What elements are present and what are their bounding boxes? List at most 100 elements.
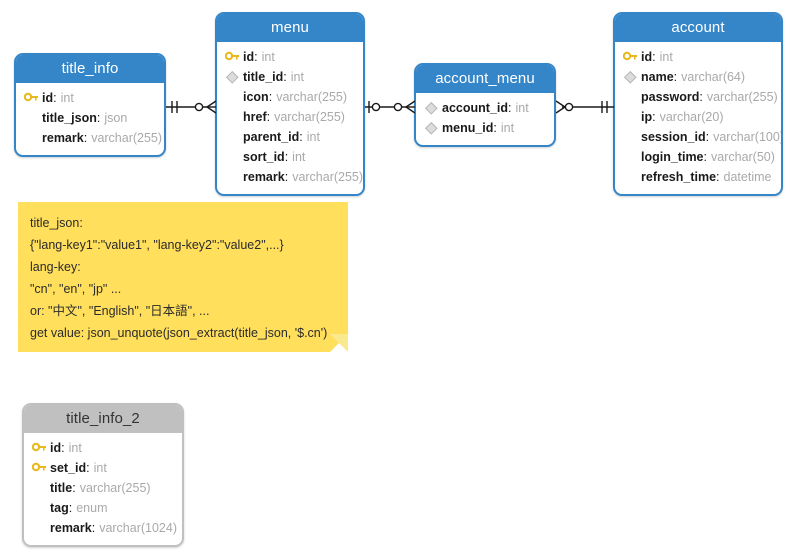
entity-table-title-info[interactable]: title_info id:int title_json:json remark… [14,53,166,158]
field-separator: : [508,101,512,116]
field-row[interactable]: remark:varchar(255) [22,128,162,148]
field-row[interactable]: menu_id:int [422,118,546,138]
blank-icon [30,520,48,536]
field-row[interactable]: title_json:json [22,108,156,128]
primary-key-icon [22,90,40,106]
primary-key-icon [621,49,639,65]
field-separator: : [68,501,73,516]
field-name: remark [42,131,84,146]
relationship-account-menu-account[interactable] [556,96,614,118]
field-type: varchar(50) [711,150,775,165]
field-name: set_id [50,461,87,476]
sticky-note-title-json[interactable]: title_json: {"lang-key1":"value1", "lang… [18,202,348,352]
entity-fields-account: id:int name:varchar(64) password:varchar… [615,42,781,194]
entity-table-account-menu[interactable]: account_menu account_id:int menu_id:int [414,63,556,148]
primary-key-icon [223,49,241,65]
field-row[interactable]: ip:varchar(20) [621,107,773,127]
field-name: id [641,50,653,65]
field-row[interactable]: parent_id:int [223,127,355,147]
note-line: or: "中文", "English", "日本語", ... [30,304,210,318]
field-type: int [515,101,529,116]
field-type: varchar(1024) [99,521,178,536]
field-row[interactable]: title_id:int [223,67,355,87]
blank-icon [223,89,241,105]
field-type: varchar(64) [681,70,746,85]
blank-icon [621,89,639,105]
field-type: int [659,50,673,65]
field-type: int [292,150,306,165]
field-row[interactable]: password:varchar(255) [621,87,778,107]
field-type: int [290,70,304,85]
field-row[interactable]: icon:varchar(255) [223,87,355,107]
field-name: sort_id [243,150,285,165]
entity-table-menu[interactable]: menu id:int title_id:int icon:varchar(25… [215,12,365,197]
primary-key-icon [30,460,48,476]
blank-icon [22,110,40,126]
field-name: ip [641,110,653,125]
field-separator: : [705,130,710,145]
field-row[interactable]: id:int [621,47,773,67]
blank-icon [223,109,241,125]
blank-icon [621,169,639,185]
field-row[interactable]: remark:varchar(1024) [30,518,178,538]
foreign-key-icon [422,100,440,116]
relationship-title-info-menu[interactable] [166,96,216,118]
field-row[interactable]: session_id:varchar(100) [621,127,781,147]
field-type: int [68,441,82,456]
blank-icon [223,149,241,165]
field-row[interactable]: id:int [22,88,156,108]
blank-icon [621,129,639,145]
field-row[interactable]: id:int [30,438,174,458]
field-separator: : [91,521,96,536]
field-row[interactable]: name:varchar(64) [621,67,773,87]
entity-title-account-menu: account_menu [416,65,554,94]
field-type: varchar(255) [292,170,364,185]
field-row[interactable]: refresh_time:datetime [621,167,773,187]
entity-title-title-info: title_info [16,55,164,84]
field-type: varchar(255) [91,131,163,146]
field-separator: : [703,150,707,165]
note-fold-shadow-icon [330,334,348,352]
field-type: json [104,111,128,126]
field-row[interactable]: set_id:int [30,458,174,478]
note-line: "cn", "en", "jp" ... [30,282,122,296]
field-separator: : [283,70,287,85]
field-row[interactable]: title:varchar(255) [30,478,174,498]
entity-title-account: account [615,14,781,43]
blank-icon [223,129,241,145]
field-row[interactable]: tag:enum [30,498,174,518]
field-name: login_time [641,150,704,165]
field-separator: : [716,170,720,185]
field-row[interactable]: account_id:int [422,98,546,118]
entity-table-title-info-2[interactable]: title_info_2 id:int set_id:int title:var… [22,403,184,548]
entity-title-title-info-2: title_info_2 [24,405,182,434]
field-type: enum [76,501,108,516]
field-row[interactable]: login_time: varchar(50) [621,147,775,167]
field-separator: : [96,111,101,126]
field-type: int [60,91,74,106]
field-row[interactable]: id:int [223,47,355,67]
field-row[interactable]: sort_id:int [223,147,355,167]
field-type: int [306,130,320,145]
field-name: session_id [641,130,706,145]
field-separator: : [61,441,65,456]
field-type: int [261,50,275,65]
field-row[interactable]: remark:varchar(255) [223,167,363,187]
field-name: id [42,91,54,106]
entity-table-account[interactable]: account id:int name:varchar(64) password… [613,12,783,197]
entity-fields-title-info: id:int title_json:json remark:varchar(25… [16,83,164,155]
field-name: password [641,90,700,105]
relationship-menu-account-menu[interactable] [365,96,415,118]
field-name: menu_id [442,121,494,136]
entity-fields-account-menu: account_id:int menu_id:int [416,93,554,145]
field-separator: : [83,131,88,146]
field-row[interactable]: href:varchar(255) [223,107,355,127]
note-line: {"lang-key1":"value1", "lang-key2":"valu… [30,238,284,252]
primary-key-icon [30,440,48,456]
field-name: title [50,481,73,496]
field-separator: : [254,50,258,65]
field-type: int [93,461,107,476]
field-type: int [500,121,515,136]
field-separator: : [284,150,289,165]
